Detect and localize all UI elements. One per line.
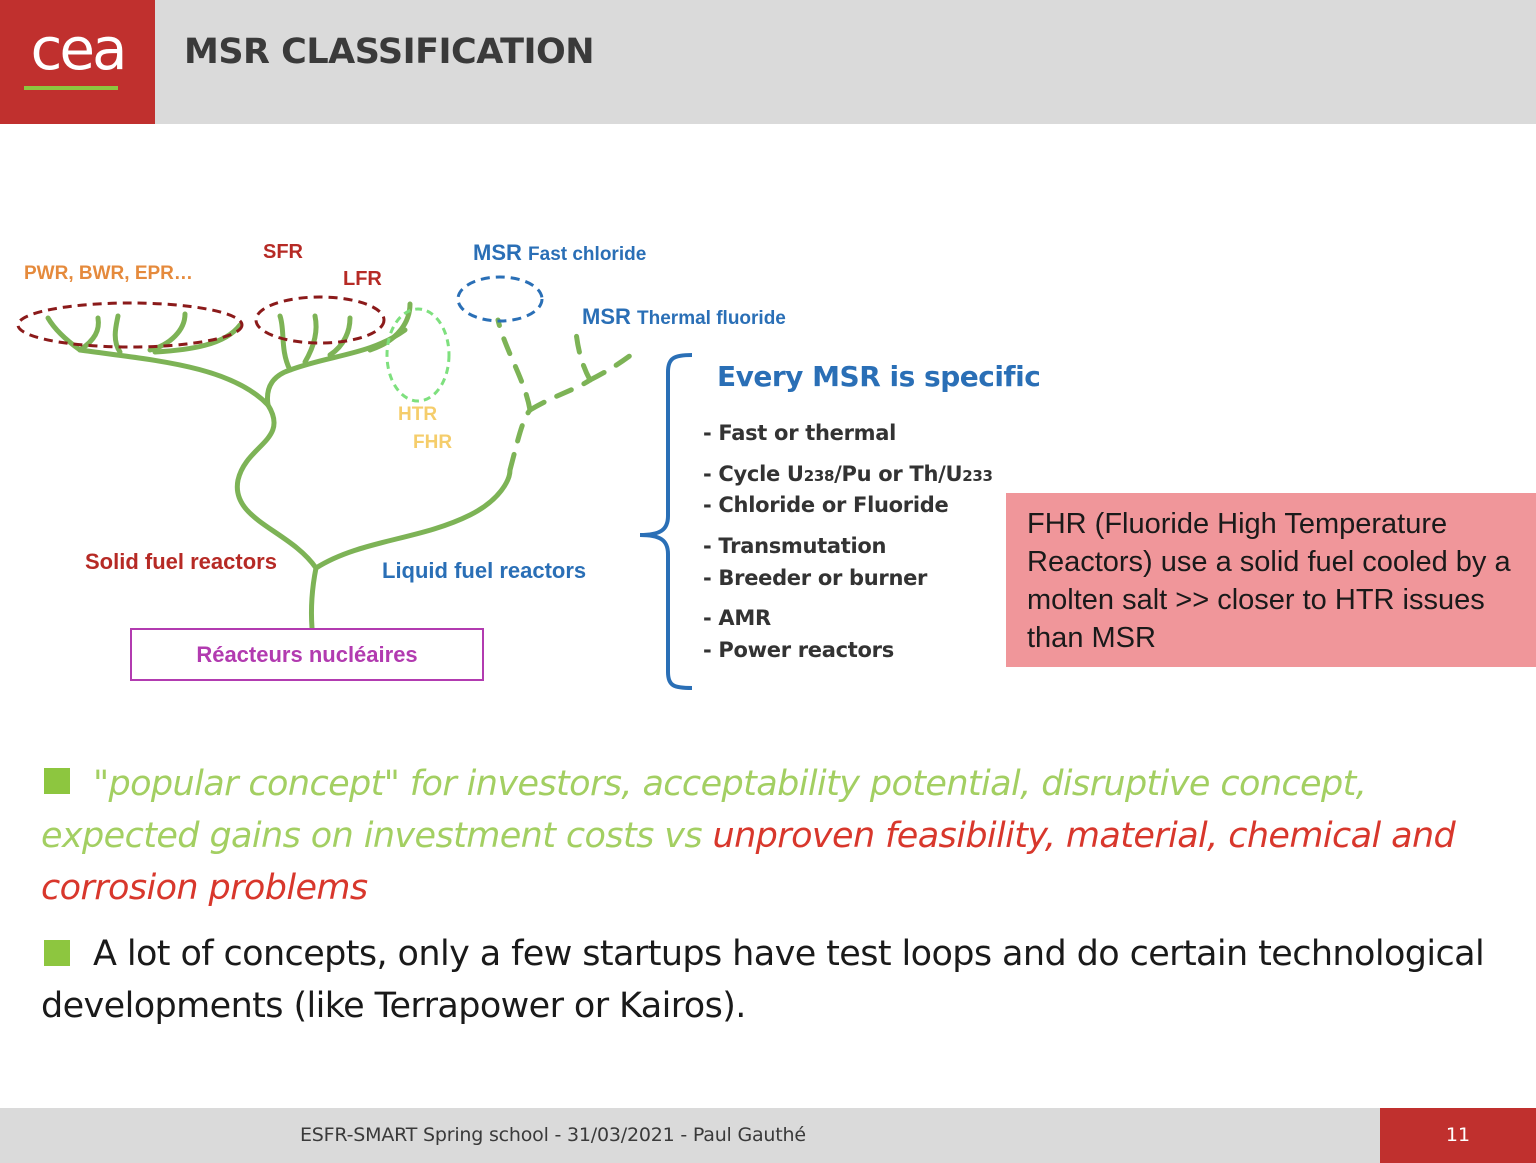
spec-item-power-reactors: - Power reactors	[703, 638, 894, 662]
specific-title: Every MSR is specific	[717, 360, 1041, 393]
fhr-note-text: FHR (Fluoride High Temperature Reactors)…	[1027, 508, 1511, 654]
bullet-square-icon	[44, 768, 70, 794]
cea-logo: cea	[0, 0, 155, 124]
bullet-2: A lot of concepts, only a few startups h…	[41, 928, 1521, 1032]
label-msr-thermal-prefix: MSR	[582, 304, 631, 329]
reactor-tree-diagram	[16, 275, 693, 690]
root-box: Réacteurs nucléaires	[130, 628, 484, 681]
solid-fuel-branches	[45, 301, 413, 631]
liquid-fuel-branch	[313, 467, 513, 571]
msr-fast-group-ellipse	[456, 275, 544, 323]
htr-group-ellipse	[385, 307, 451, 403]
page-number-box: 11	[1380, 1108, 1536, 1163]
spec-item-breeder-burner: - Breeder or burner	[703, 566, 928, 590]
label-msr-thermal-suffix: Thermal fluoride	[637, 308, 786, 329]
bullet-square-icon	[44, 940, 70, 966]
label-lfr: LFR	[343, 268, 382, 290]
label-msr-fast-prefix: MSR	[473, 240, 522, 265]
page-number: 11	[1445, 1124, 1471, 1146]
root-label: Réacteurs nucléaires	[196, 642, 418, 667]
cea-logo-text: cea	[30, 15, 127, 83]
label-msr-thermal-fluoride: MSR Thermal fluoride	[582, 304, 786, 330]
bullet-1-red-text: unproven feasibility, material, chemical…	[41, 816, 1456, 908]
spec-item-fast-thermal: - Fast or thermal	[703, 421, 896, 445]
label-pwr-bwr-epr: PWR, BWR, EPR…	[24, 263, 193, 284]
bullet-1-green-text: "popular concept" for investors, accepta…	[41, 764, 1367, 856]
label-htr: HTR	[398, 404, 438, 425]
label-sfr: SFR	[263, 241, 303, 263]
label-fhr: FHR	[413, 432, 453, 453]
label-msr-fast-suffix: Fast chloride	[528, 244, 647, 265]
spec-item-chloride-fluoride: - Chloride or Fluoride	[703, 493, 949, 517]
curly-brace	[639, 353, 693, 690]
msr-dashed-branches	[495, 317, 643, 473]
label-liquid-fuel-reactors: Liquid fuel reactors	[382, 558, 587, 583]
bullet-1: "popular concept" for investors, accepta…	[41, 758, 1521, 914]
slide-title: MSR CLASSIFICATION	[184, 32, 595, 72]
footer-text: ESFR-SMART Spring school - 31/03/2021 - …	[300, 1124, 806, 1146]
fhr-note-box: FHR (Fluoride High Temperature Reactors)…	[1006, 493, 1536, 667]
slide-footer: ESFR-SMART Spring school - 31/03/2021 - …	[0, 1108, 1536, 1163]
cea-logo-underline	[24, 86, 118, 90]
slide-header: cea MSR CLASSIFICATION	[0, 0, 1536, 124]
spec-item-transmutation: - Transmutation	[703, 534, 887, 558]
label-msr-fast-chloride: MSR Fast chloride	[473, 240, 646, 266]
fast-metal-group-ellipse	[254, 295, 386, 345]
bullet-2-text: A lot of concepts, only a few startups h…	[41, 934, 1485, 1026]
spec-item-cycle: - Cycle U238/Pu or Th/U233	[703, 462, 993, 486]
lwr-group-ellipse	[16, 301, 244, 349]
spec-item-amr: - AMR	[703, 606, 771, 630]
label-solid-fuel-reactors: Solid fuel reactors	[85, 549, 277, 574]
